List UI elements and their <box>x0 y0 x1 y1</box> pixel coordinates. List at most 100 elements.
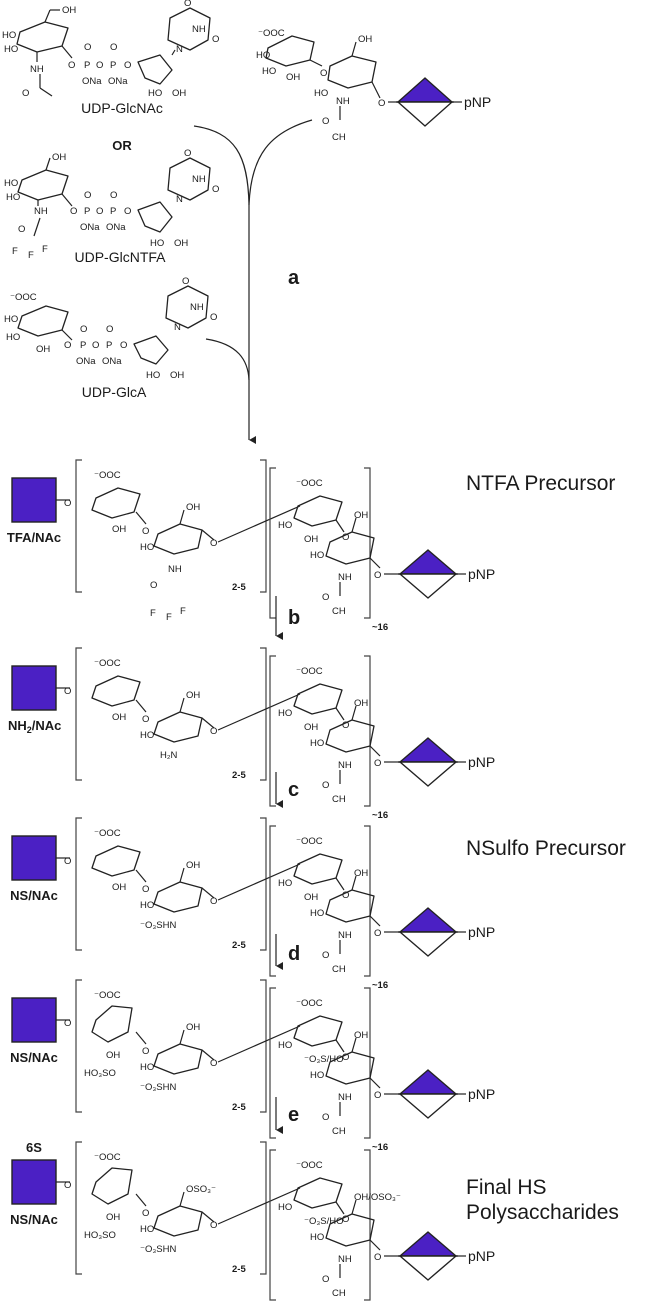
glca-ring-1 <box>91 675 141 707</box>
glycosidic-oxygen-2: O <box>210 896 217 907</box>
svg-text:HO: HO <box>6 332 20 343</box>
acetamide-o: O <box>322 592 329 603</box>
outer-bracket-left <box>269 655 276 807</box>
svg-text:O: O <box>22 88 29 99</box>
svg-text:NH: NH <box>190 302 204 313</box>
svg-text:HO: HO <box>2 30 16 41</box>
hydroxyl-4: HO <box>310 1070 324 1081</box>
c6-bond-2 <box>351 705 357 721</box>
inner-bracket-left <box>75 1141 82 1275</box>
inner-bracket-right <box>260 1141 267 1275</box>
linkage-bond <box>217 863 301 901</box>
glycosidic-oxygen-2: O <box>210 1058 217 1069</box>
svg-text:HO: HO <box>314 88 328 99</box>
svg-text:P: P <box>110 60 116 71</box>
merge-curve-left <box>193 125 250 206</box>
step-d-label: d <box>288 943 300 965</box>
carboxylate-2: ⁻OOC <box>296 836 323 847</box>
c6-substituent-2: OH <box>354 510 368 521</box>
c6-substituent: OH <box>186 860 200 871</box>
glcn-ring <box>153 1205 203 1237</box>
c6-bond <box>179 697 185 713</box>
pnp-diamond-bottom-half <box>398 1255 458 1281</box>
svg-text:O: O <box>120 340 127 351</box>
c6-substituent-2: OH <box>354 1030 368 1041</box>
cap-oxygen: O <box>64 1018 71 1029</box>
carboxylate-2: ⁻OOC <box>296 478 323 489</box>
glycosidic-oxygen-1: O <box>142 884 149 895</box>
pnp-label-top: pNP <box>464 94 491 110</box>
tfa-f2: F <box>166 612 172 623</box>
svg-text:O: O <box>68 60 75 71</box>
glycosidic-oxygen-1: O <box>142 714 149 725</box>
svg-text:O: O <box>378 98 385 109</box>
hydroxyl-3: HO <box>278 878 292 889</box>
svg-text:O: O <box>182 276 189 287</box>
svg-text:OH: OH <box>36 344 50 355</box>
pnp-link <box>369 557 381 569</box>
svg-text:NH: NH <box>30 64 44 75</box>
svg-text:ONa: ONa <box>102 356 122 367</box>
glycosidic-bond-2 <box>201 717 215 729</box>
inner-bracket-right <box>260 459 267 593</box>
glycosidic-bond-3 <box>335 519 345 533</box>
pnp-diamond-top-half <box>398 1069 458 1095</box>
pnp-diamond-top-half <box>398 1231 458 1257</box>
svg-text:O: O <box>110 42 117 53</box>
svg-text:O: O <box>212 184 219 195</box>
carboxylate-2: ⁻OOC <box>296 666 323 677</box>
stage-final-label-2: Polysaccharides <box>466 1201 619 1224</box>
udp-glcntfa-structure: OH HO HO NH O F F F O P O P O O O ONa ON… <box>4 148 219 261</box>
uronic-ring-2 <box>293 853 343 885</box>
uronic-ring-2 <box>293 1177 343 1209</box>
svg-text:ONa: ONa <box>82 76 102 87</box>
acetamide-ch3: CH <box>332 964 346 975</box>
svg-text:O: O <box>84 190 91 201</box>
cap-6s-label: 6S <box>26 1140 42 1155</box>
carboxylate-1: ⁻OOC <box>94 990 121 1001</box>
glcnac-cap-square <box>11 835 57 881</box>
svg-text:HO: HO <box>4 44 18 55</box>
svg-text:NH: NH <box>336 96 350 107</box>
svg-text:OH: OH <box>62 5 76 16</box>
svg-text:HO: HO <box>148 88 162 99</box>
udp-glca-label: UDP-GlcA <box>82 384 147 400</box>
svg-text:HO: HO <box>150 238 164 249</box>
svg-text:⁻OOC: ⁻OOC <box>10 292 37 303</box>
acetamide-nh: NH <box>338 572 352 583</box>
glycosidic-bond-3 <box>335 1201 345 1215</box>
glycosidic-bond-1 <box>135 869 147 883</box>
or-label: OR <box>112 138 132 153</box>
hydroxyl-3: HO <box>278 520 292 531</box>
hydroxyl-2: HO <box>140 542 154 553</box>
glycosidic-bond-3 <box>335 707 345 721</box>
svg-text:O: O <box>18 224 25 235</box>
acetamide-ch3: CH <box>332 1126 346 1137</box>
c6-bond-2 <box>351 1199 357 1215</box>
svg-text:HO: HO <box>6 192 20 203</box>
c6-substituent: OH <box>186 1022 200 1033</box>
merge-curve-right <box>248 119 313 206</box>
inner-bracket-right <box>260 647 267 781</box>
acetamide-ch3: CH <box>332 794 346 805</box>
hydroxyl-4: HO <box>310 1232 324 1243</box>
svg-text:O: O <box>212 34 219 45</box>
svg-text:HO: HO <box>146 370 160 381</box>
c6-bond <box>179 1029 185 1045</box>
acetamide-ch3: CH <box>332 606 346 617</box>
svg-text:P: P <box>106 340 112 351</box>
outer-bracket-left <box>269 987 276 1139</box>
pnp-oxygen: O <box>374 758 381 769</box>
hydroxyl-1: OH <box>112 712 126 723</box>
inner-bracket-right <box>260 979 267 1113</box>
pnp-label: pNP <box>468 1248 495 1264</box>
acetamide-nh: NH <box>338 1254 352 1265</box>
pnp-diamond-top-half <box>398 737 458 763</box>
svg-text:N: N <box>174 322 181 333</box>
c6-substituent: OSO₃⁻ <box>186 1184 216 1195</box>
linkage-bond <box>217 693 301 731</box>
glycosidic-oxygen-2: O <box>210 538 217 549</box>
svg-text:ONa: ONa <box>106 222 126 233</box>
iduronic-sulfate: HO₃SO <box>84 1230 116 1241</box>
